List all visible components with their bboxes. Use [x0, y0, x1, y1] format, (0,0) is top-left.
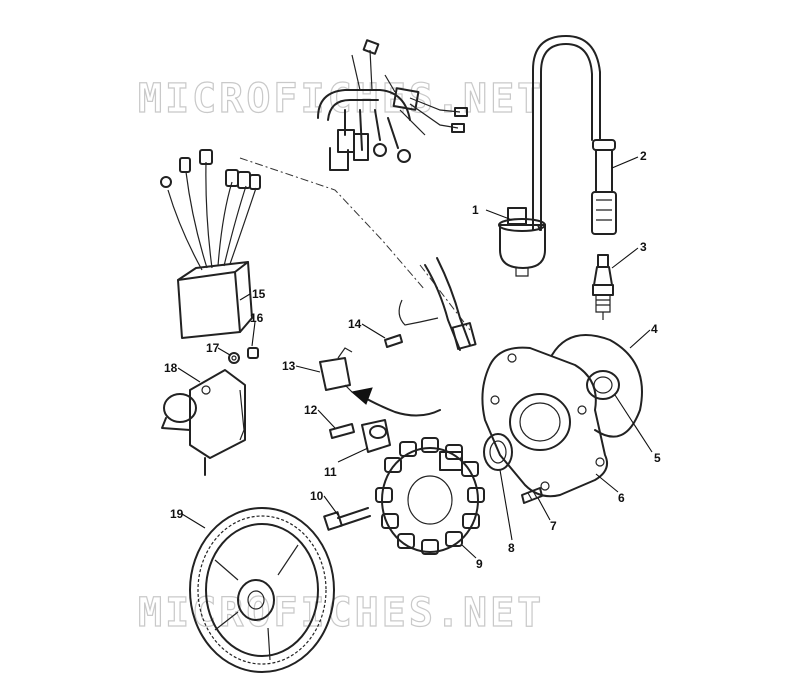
cdi-module: [160, 149, 261, 339]
flywheel: [189, 507, 335, 673]
callout-17: 17: [206, 341, 220, 355]
pulser-coil: [361, 419, 391, 453]
spark-plug-lead: [532, 35, 601, 231]
stator-plate-screw: [521, 487, 543, 504]
stator-plate: [481, 346, 608, 498]
callout-8: 8: [508, 541, 515, 555]
exciter-coil: [319, 347, 353, 393]
callout-15: 15: [252, 287, 266, 301]
ground-screw: [384, 334, 403, 348]
callout-19: 19: [170, 507, 184, 521]
stator: [375, 437, 485, 555]
assembly-arrow: [350, 387, 441, 417]
stator-pickup: [439, 451, 463, 471]
callout-11: 11: [324, 465, 337, 479]
callout-3: 3: [640, 240, 647, 254]
regulator-nut: [228, 352, 240, 364]
callout-13: 13: [282, 359, 296, 373]
callout-6: 6: [618, 491, 625, 505]
watermark-bottom: MICROFICHES.NET: [138, 590, 544, 636]
callout-7: 7: [550, 519, 557, 533]
harness-tube-edge: [436, 257, 471, 346]
o-ring: [551, 334, 643, 438]
callout-14: 14: [348, 317, 362, 331]
pulser-coil-screw: [329, 423, 355, 439]
callout-16: 16: [250, 311, 264, 325]
callout-1: 1: [472, 203, 479, 217]
guide-line-lead: [419, 264, 471, 331]
crankshaft-seal: [483, 433, 513, 471]
callout-12: 12: [304, 403, 318, 417]
callout-4: 4: [651, 322, 658, 336]
harness-connector: [451, 322, 477, 350]
harness-tube: [424, 264, 461, 351]
callout-10: 10: [310, 489, 324, 503]
callout-5: 5: [654, 451, 661, 465]
regulator-bolt: [247, 347, 259, 359]
callout-9: 9: [476, 557, 483, 571]
callout-18: 18: [164, 361, 178, 375]
wiring-harness: [317, 39, 468, 171]
guide-line-harness: [239, 157, 426, 291]
watermark-top: MICROFICHES.NET: [138, 76, 544, 122]
ignition-coil: [498, 207, 546, 277]
oil-seal: [586, 370, 620, 400]
spark-plug-lead-edge: [540, 43, 593, 231]
callout-2: 2: [640, 149, 647, 163]
voltage-regulator: [161, 369, 246, 476]
harness-ground-wire: [398, 299, 439, 326]
spark-plug-cap: [591, 139, 617, 235]
spark-plug: [592, 254, 614, 320]
leader-lines: [177, 156, 653, 559]
stator-bolt: [323, 507, 371, 531]
